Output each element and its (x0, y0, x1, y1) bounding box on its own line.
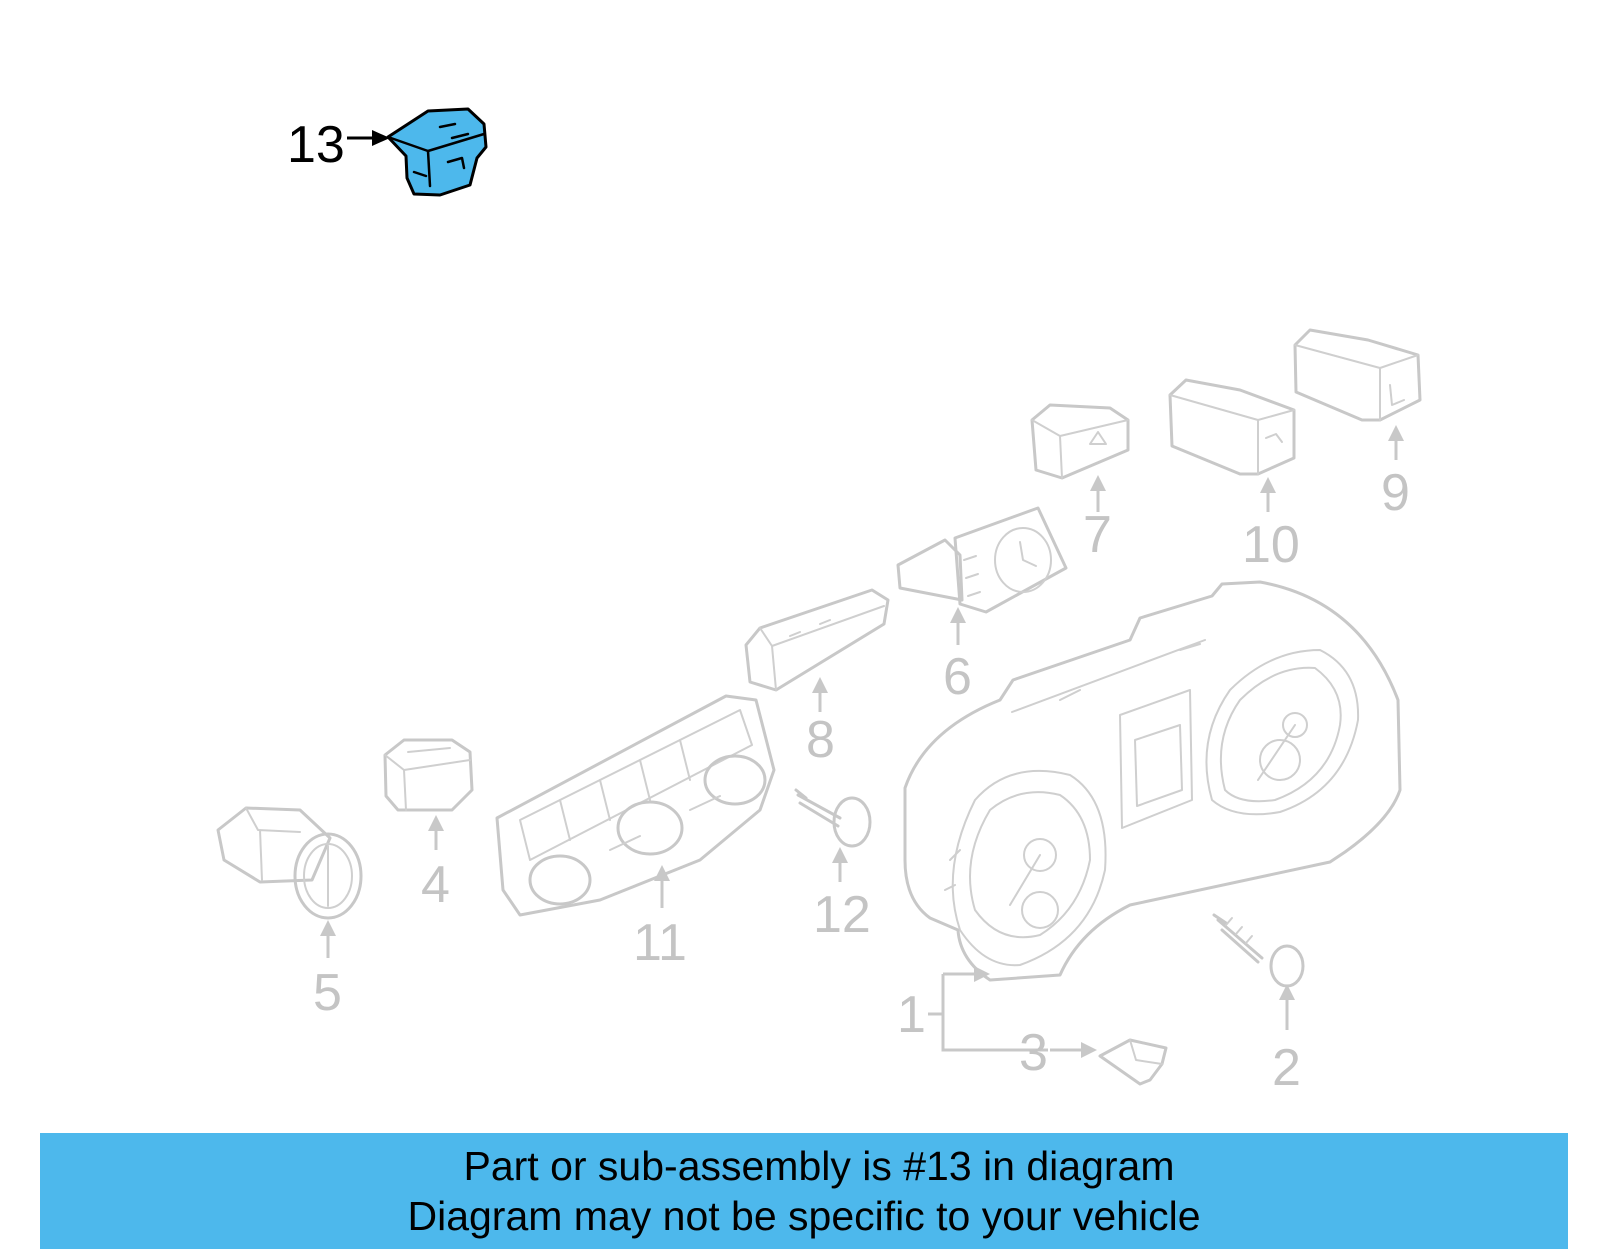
part-7-hazard-switch (1030, 403, 1130, 480)
part-1-instrument-cluster (903, 580, 1402, 982)
part-11-climate-panel (495, 694, 776, 917)
callout-6-group: 6 (943, 607, 972, 706)
part-9-switch (1293, 328, 1422, 422)
banner-line-1: Part or sub-assembly is #13 in diagram (463, 1143, 1175, 1189)
callout-13-label: 13 (287, 116, 345, 174)
callout-5-label: 5 (313, 964, 342, 1022)
part-3-clip (1098, 1038, 1168, 1086)
part-4-switch (383, 738, 474, 812)
callout-12-arrow-icon (832, 847, 848, 863)
callout-12-group: 12 (813, 847, 871, 944)
callout-13-arrow-icon (372, 130, 390, 146)
callout-1-label: 1 (897, 986, 926, 1044)
part-10-switch (1168, 378, 1296, 476)
callout-9-label: 9 (1381, 464, 1410, 522)
callout-8-group: 8 (806, 677, 835, 769)
part-13-highlighted[interactable] (386, 107, 488, 197)
callout-10-label: 10 (1242, 516, 1300, 574)
part-12-screw (794, 788, 872, 848)
info-banner: Part or sub-assembly is #13 in diagram D… (40, 1133, 1568, 1249)
part-2-screw (1212, 913, 1305, 988)
part-6-clock (896, 506, 1068, 614)
callout-8-arrow-icon (812, 677, 828, 693)
callout-11-arrow-icon (654, 865, 670, 881)
banner-line-2: Diagram may not be specific to your vehi… (407, 1193, 1201, 1239)
callout-5-group: 5 (313, 920, 342, 1022)
callout-10-group: 10 (1242, 477, 1300, 574)
callout-1-group: 1 (897, 966, 1048, 1052)
callout-4-group: 4 (421, 815, 450, 914)
callout-3-label: 3 (1019, 1024, 1048, 1082)
callout-8-label: 8 (806, 711, 835, 769)
callout-11-group: 11 (633, 865, 687, 972)
callout-7-group: 7 (1083, 475, 1112, 564)
callout-2-arrow-icon (1279, 984, 1295, 1000)
callout-2-label: 2 (1272, 1039, 1301, 1097)
callout-9-arrow-icon (1388, 425, 1404, 441)
callout-7-arrow-icon (1090, 475, 1106, 491)
callout-11-label: 11 (633, 914, 687, 972)
callout-5-arrow-icon (320, 920, 336, 936)
part-8-switch-strip (744, 588, 890, 692)
callout-10-arrow-icon (1260, 477, 1276, 493)
callout-4-label: 4 (421, 856, 450, 914)
callout-4-arrow-icon (428, 815, 444, 831)
callout-1-arrow-icon (974, 966, 990, 982)
callout-13-group: 13 (287, 116, 390, 174)
callout-12-label: 12 (813, 886, 871, 944)
callout-7-label: 7 (1083, 506, 1112, 564)
callout-6-arrow-icon (950, 607, 966, 623)
callout-6-label: 6 (943, 648, 972, 706)
callout-3-group: 3 (1019, 1024, 1097, 1082)
callout-2-group: 2 (1272, 984, 1301, 1097)
callout-3-arrow-icon (1081, 1042, 1097, 1058)
callout-9-group: 9 (1381, 425, 1410, 522)
part-5-light-switch (216, 806, 363, 920)
